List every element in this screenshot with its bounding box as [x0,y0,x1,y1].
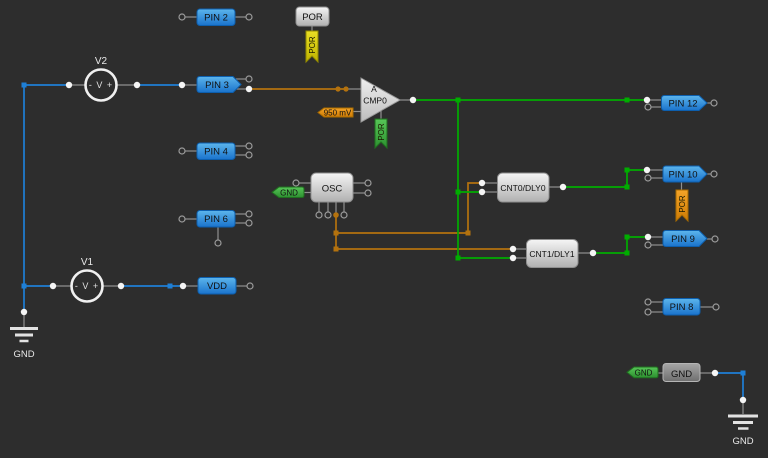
pin8-label: PIN 8 [670,302,694,313]
vref-tag-950mv[interactable]: 950 mV [317,107,354,118]
por-flag-green-label: POR [377,123,386,141]
por-flag-green[interactable]: POR [374,118,388,150]
osc-label: OSC [322,184,343,195]
vdd-block[interactable]: VDD [197,277,237,295]
pin6-block[interactable]: PIN 6 [196,210,236,228]
pin9-label: PIN 9 [671,234,695,245]
wire-osc-cnt0[interactable] [336,182,482,234]
ground-symbol-right[interactable]: GND [728,414,758,447]
v1-polarity: - V + [75,281,99,291]
connected-ports[interactable] [20,81,747,404]
voltage-source-v2[interactable]: - V + V2 [84,56,118,102]
wire-gndblock-ground[interactable] [715,372,744,400]
gnd-tag-right-label: GND [635,368,653,377]
pin2-block[interactable]: PIN 2 [196,8,236,26]
pin3-label: PIN 3 [205,80,229,91]
por-block-label: POR [302,12,323,23]
wire-cnt1-pin9[interactable] [593,236,648,254]
pin6-label: PIN 6 [204,214,228,225]
gnd-tag-right[interactable]: GND [626,366,659,379]
pin10-label: PIN 10 [668,170,697,181]
por-block[interactable]: POR [295,6,330,27]
pin8-block[interactable]: PIN 8 [662,298,701,316]
pin4-block[interactable]: PIN 4 [196,142,236,160]
voltage-source-v1[interactable]: - V + V1 [70,257,104,303]
cnt0-dly0-label: CNT0/DLY0 [500,183,545,193]
osc-block[interactable]: OSC [310,172,354,203]
ground-symbol-left[interactable]: GND [10,327,38,361]
gnd-block-label: GND [671,369,692,380]
por-flag-orange-label: POR [678,195,687,213]
port-stubs [23,16,744,414]
gnd-tag-osc[interactable]: GND [271,186,305,198]
por-flag-yellow-label: POR [308,36,317,54]
por-flag-yellow[interactable]: POR [305,30,319,64]
pin9-block[interactable]: PIN 9 [662,230,708,247]
pin12-block[interactable]: PIN 12 [661,95,708,111]
cnt1-dly1-label: CNT1/DLY1 [529,249,574,259]
por-flag-orange[interactable]: POR [675,189,689,223]
pin10-block[interactable]: PIN 10 [662,165,708,183]
v2-label: V2 [95,56,108,67]
ground-right-label: GND [732,436,753,447]
v1-label: V1 [81,257,94,268]
pin4-label: PIN 4 [204,147,228,158]
wire-junctions [21,82,746,376]
gnd-block[interactable]: GND [662,363,701,382]
gnd-tag-osc-label: GND [280,188,298,197]
wire-cnt0-pin10[interactable] [563,169,647,188]
pin12-label: PIN 12 [668,99,697,110]
ground-left-label: GND [13,349,34,360]
open-ports[interactable] [178,13,720,316]
cmp0-line1: A [371,84,377,94]
pin2-label: PIN 2 [204,13,228,24]
cmp0-comparator[interactable]: A CMP0 [360,77,402,123]
cnt1-dly1-block[interactable]: CNT1/DLY1 [526,239,579,268]
pin3-block[interactable]: PIN 3 [196,76,242,93]
cmp0-line2: CMP0 [363,96,387,106]
cnt0-dly0-block[interactable]: CNT0/DLY0 [497,172,550,203]
vref-tag-label: 950 mV [324,109,352,118]
vdd-label: VDD [207,281,227,292]
v2-polarity: - V + [89,80,113,90]
